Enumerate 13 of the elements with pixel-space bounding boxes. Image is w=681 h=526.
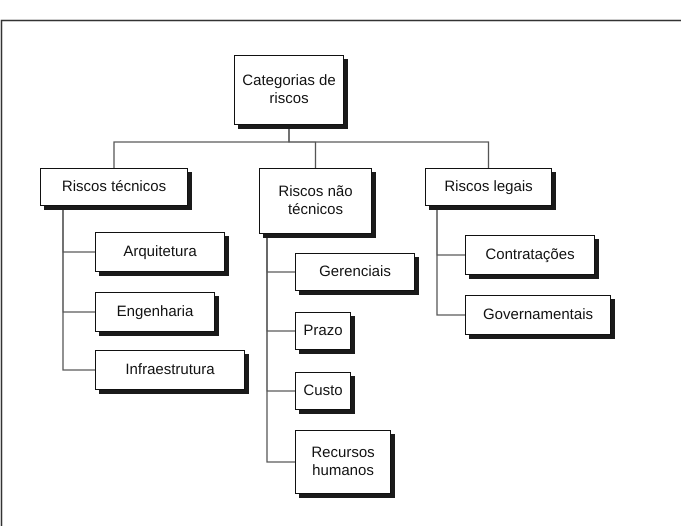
box-label: Infraestrutura: [125, 361, 215, 379]
box-label: Engenharia: [116, 303, 194, 321]
box-label: Riscos legais: [444, 178, 533, 196]
box-label: Recursos humanos: [310, 444, 376, 480]
box-label: Riscos técnicos: [62, 178, 166, 196]
box-label: Contratações: [485, 246, 575, 264]
box-label: Prazo: [303, 322, 343, 340]
box-label: Governamentais: [482, 306, 594, 324]
box-label: Custo: [303, 382, 343, 400]
box-label: Riscos não técnicos: [277, 183, 354, 219]
box-label: Arquitetura: [123, 243, 197, 261]
box-label: Categorias de riscos: [241, 72, 337, 108]
box-label: Gerenciais: [319, 263, 391, 281]
